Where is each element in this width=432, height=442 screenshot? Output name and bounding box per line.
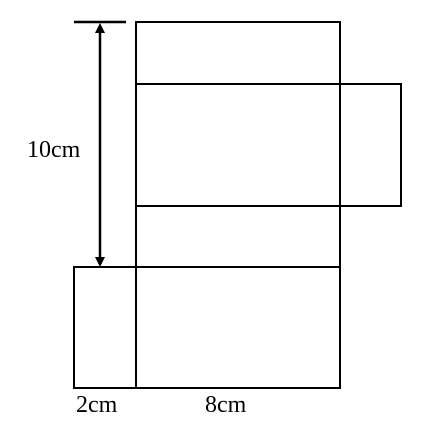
width-label: 8cm [205, 392, 247, 418]
face-lower-main [135, 266, 341, 389]
face-left-flap [73, 266, 137, 389]
face-upper-main [135, 83, 341, 207]
face-middle-strip [135, 205, 341, 268]
face-top-strip [135, 21, 341, 85]
height-label: 10cm [27, 137, 81, 163]
face-right-flap [339, 83, 402, 207]
depth-label: 2cm [76, 392, 118, 418]
